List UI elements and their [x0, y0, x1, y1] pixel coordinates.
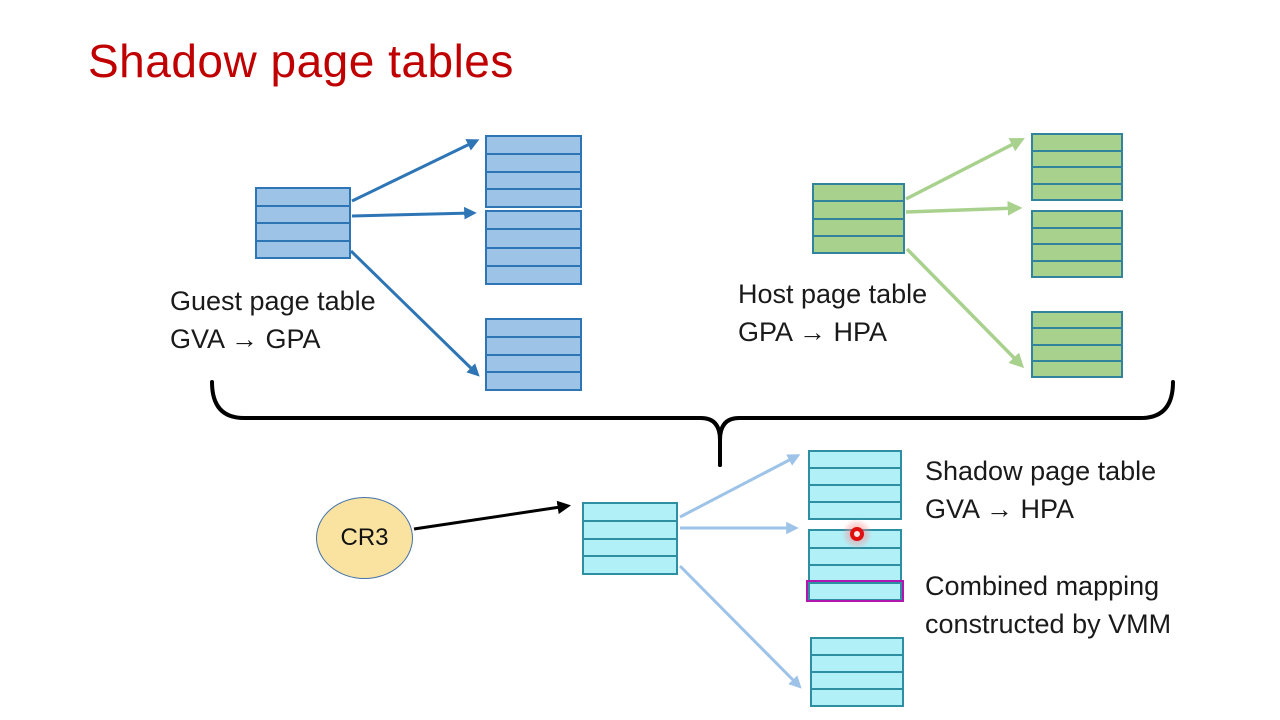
shadow-leaf-table-3 [810, 637, 904, 707]
combined-label-line1: Combined mapping [925, 571, 1160, 601]
host-label-line1: Host page table [738, 279, 928, 309]
laser-pointer-icon [850, 527, 864, 541]
host-leaf-table-3 [1031, 311, 1123, 378]
guest-page-table-label: Guest page table GVA → GPA [170, 282, 376, 358]
guest-label-line2: GVA → GPA [170, 324, 321, 354]
shadow-root-table [582, 502, 678, 575]
shadow-label-line1: Shadow page table [925, 456, 1157, 486]
host-leaf-table-1 [1031, 133, 1123, 201]
combined-label-line2: constructed by VMM [925, 609, 1172, 639]
shadow-page-table-label: Shadow page table GVA → HPA [925, 452, 1156, 528]
guest-leaf-table-2 [485, 210, 582, 285]
shadow-leaf-table-1 [808, 450, 902, 520]
combined-mapping-label: Combined mapping constructed by VMM [925, 567, 1171, 643]
host-page-table-label: Host page table GPA → HPA [738, 275, 927, 351]
cr3-register-node: CR3 [316, 497, 413, 579]
host-arrow-2 [905, 201, 1023, 216]
guest-label-line1: Guest page table [170, 286, 376, 316]
guest-leaf-table-3 [485, 318, 582, 391]
guest-leaf-table-1 [485, 135, 582, 208]
shadow-arrow-1 [679, 454, 801, 519]
host-root-table [812, 183, 905, 254]
cr3-label: CR3 [340, 524, 389, 551]
slide-title: Shadow page tables [88, 35, 514, 87]
highlighted-table-entry [806, 580, 904, 602]
guest-arrow-2 [351, 206, 477, 220]
brace-left-half [210, 380, 722, 467]
host-leaf-table-2 [1031, 210, 1123, 278]
host-arrow-1 [905, 137, 1025, 201]
host-label-line2: GPA → HPA [738, 317, 888, 347]
cr3-arrow [413, 500, 572, 531]
shadow-label-line2: GVA → HPA [925, 494, 1075, 524]
guest-arrow-1 [351, 139, 480, 203]
guest-root-table [255, 187, 351, 259]
shadow-arrow-3 [678, 564, 802, 689]
